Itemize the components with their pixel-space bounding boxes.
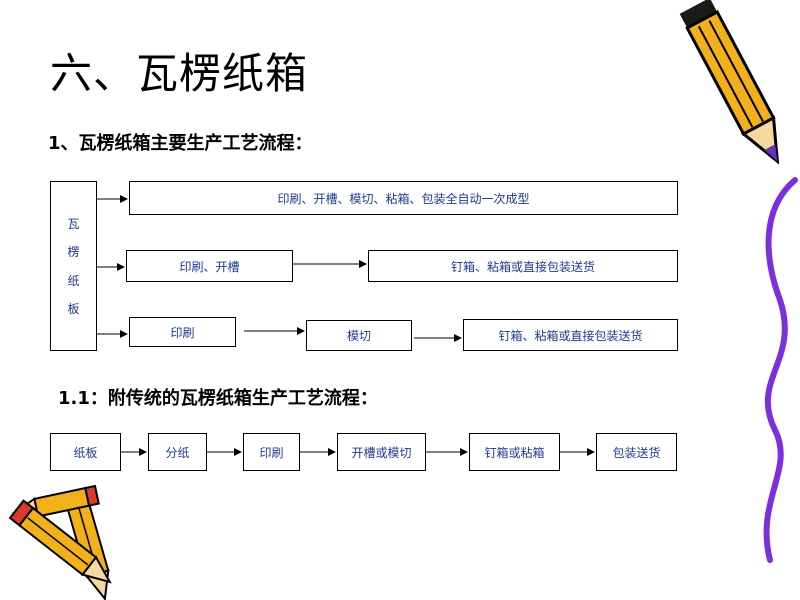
flow-step-nail-glue: 钉箱或粘箱 xyxy=(469,433,560,471)
source-box-corrugated-board: 瓦 楞 纸 板 xyxy=(50,181,97,351)
row1-step-automatic: 印刷、开槽、模切、粘箱、包装全自动一次成型 xyxy=(129,181,678,215)
page-title: 六、瓦楞纸箱 xyxy=(50,49,309,98)
pencil-decoration-right xyxy=(679,0,798,563)
pencil-decoration-bottom-left xyxy=(8,484,112,600)
flow-step-board: 纸板 xyxy=(50,433,121,471)
row3-step-finish: 钉箱、粘箱或直接包装送货 xyxy=(463,319,678,351)
row2-step-finish: 钉箱、粘箱或直接包装送货 xyxy=(368,250,678,282)
source-char: 纸 xyxy=(67,273,80,288)
flow-step-split: 分纸 xyxy=(148,433,207,471)
source-char: 瓦 xyxy=(67,217,80,232)
flow-step-print: 印刷 xyxy=(243,433,300,471)
flow-step-slot-diecut: 开槽或模切 xyxy=(337,433,426,471)
source-char: 板 xyxy=(67,301,80,316)
flow-step-package: 包装送货 xyxy=(596,433,677,471)
source-char: 楞 xyxy=(67,245,80,260)
section1-heading: 1、瓦楞纸箱主要生产工艺流程： xyxy=(48,133,313,154)
row3-step-diecut: 模切 xyxy=(306,320,412,351)
row2-step-print-slot: 印刷、开槽 xyxy=(126,250,293,282)
row3-step-print: 印刷 xyxy=(129,317,236,347)
section2-heading: 1.1：附传统的瓦楞纸箱生产工艺流程： xyxy=(58,388,378,409)
